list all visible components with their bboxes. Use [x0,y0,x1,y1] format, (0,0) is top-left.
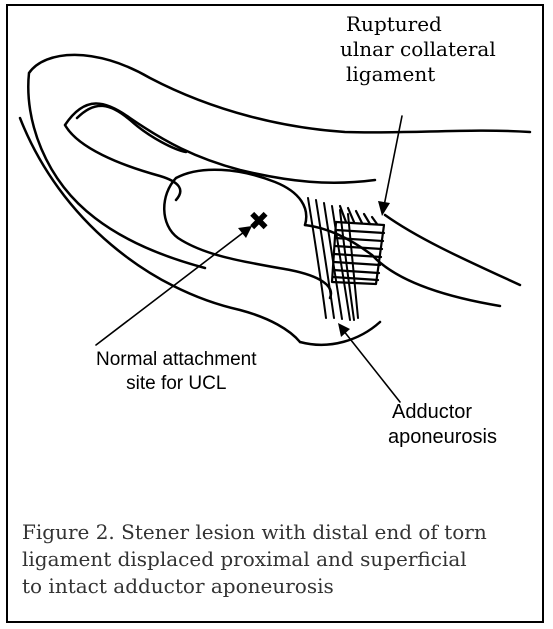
label-line: aponeurosis [388,425,497,450]
label-line: Normal attachment [96,348,257,372]
attachment-marker: ✖ [248,206,270,239]
label-normal-attachment: Normal attachment site for UCL [96,348,257,396]
caption-line: Figure 2. Stener lesion with distal end … [22,519,542,546]
label-line: ulnar collateral [340,37,496,62]
label-line: site for UCL [96,372,257,396]
label-ruptured-ucl: Ruptured ulnar collateral ligament [340,12,496,87]
figure-caption: Figure 2. Stener lesion with distal end … [22,519,542,599]
label-line: Adductor [388,400,497,425]
caption-line: to intact adductor aponeurosis [22,573,542,600]
label-adductor-aponeurosis: Adductor aponeurosis [388,400,497,450]
thumb-outline [20,55,530,342]
caption-line: ligament displaced proximal and superfic… [22,546,542,573]
metacarpal-notch [77,106,186,152]
label-line: Ruptured [340,12,496,37]
label-line: ligament [340,62,496,87]
metacarpal-bone [65,103,375,200]
